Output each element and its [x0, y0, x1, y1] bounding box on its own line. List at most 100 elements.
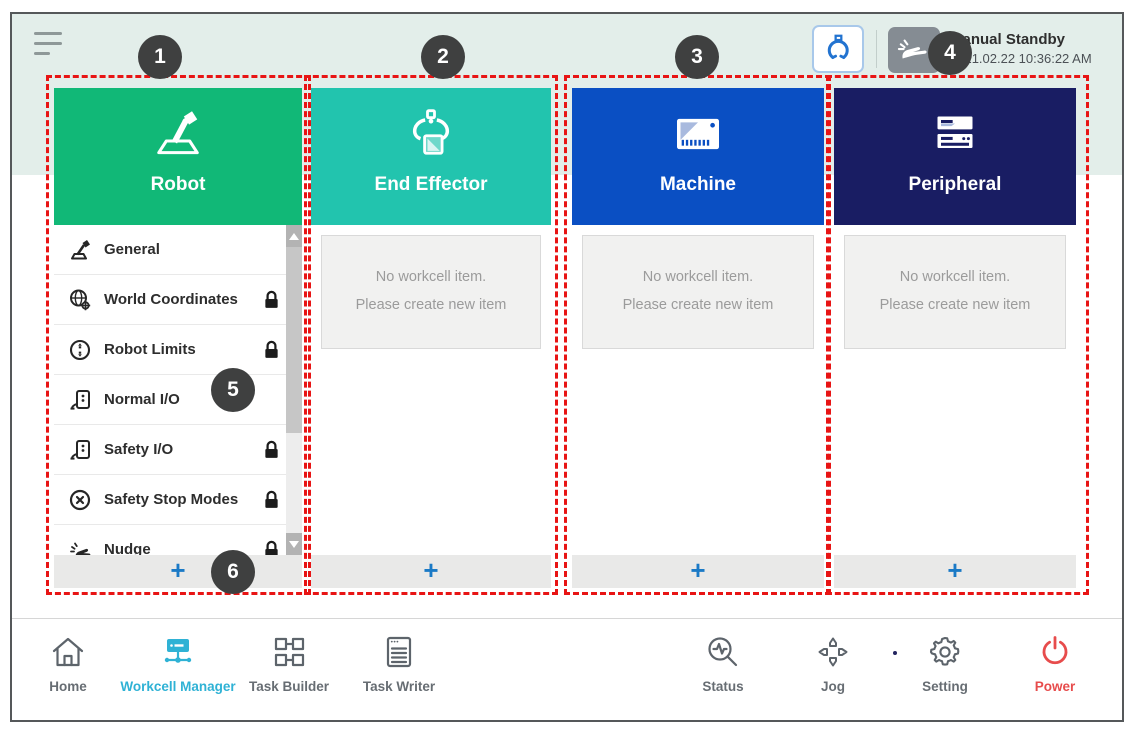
- callout-badge-3: 3: [675, 35, 719, 79]
- nav-label: Setting: [922, 679, 968, 694]
- nav-label: Workcell Manager: [120, 679, 236, 694]
- nav-item-workcell-manager[interactable]: Workcell Manager: [103, 631, 253, 694]
- nav-label: Home: [49, 679, 87, 694]
- nav-item-task-writer[interactable]: Task Writer: [324, 631, 474, 694]
- gear-icon: [870, 631, 1020, 673]
- gripper-open-icon: [821, 32, 855, 66]
- empty-state: No workcell item. Please create new item: [582, 235, 814, 349]
- nav-item-home[interactable]: Home: [0, 631, 143, 694]
- workcell-column-machine: Machine No workcell item. Please create …: [572, 88, 824, 588]
- nav-item-jog[interactable]: Jog: [758, 631, 908, 694]
- list-item-label: Nudge: [104, 541, 151, 555]
- add-peripheral-item-button[interactable]: +: [834, 555, 1076, 588]
- list-item-label: Safety I/O: [104, 441, 174, 458]
- add-end-effector-item-button[interactable]: +: [311, 555, 551, 588]
- nav-item-task-builder[interactable]: Task Builder: [214, 631, 364, 694]
- empty-state: No workcell item. Please create new item: [321, 235, 541, 349]
- stop-circle-icon: [66, 486, 94, 514]
- list-item-label: World Coordinates: [104, 291, 238, 308]
- empty-state-line1: No workcell item.: [642, 269, 754, 286]
- list-item-world-coordinates[interactable]: World Coordinates: [54, 275, 286, 325]
- lock-icon: [263, 490, 280, 509]
- list-item-robot-limits[interactable]: Robot Limits: [54, 325, 286, 375]
- nav-label: Jog: [820, 679, 845, 694]
- callout-badge-6: 6: [211, 550, 255, 594]
- hand-swipe-icon: [895, 33, 933, 67]
- robot-limits-icon: [66, 336, 94, 364]
- robot-icon: [66, 236, 94, 264]
- column-title: Robot: [150, 174, 206, 195]
- power-icon: [980, 631, 1130, 673]
- list-item-label: General: [104, 241, 160, 258]
- workcell-manager-icon: [103, 631, 253, 673]
- list-item-label: Robot Limits: [104, 341, 196, 358]
- nav-item-power[interactable]: Power: [980, 631, 1130, 694]
- nav-label: Task Writer: [362, 679, 436, 694]
- callout-badge-1: 1: [138, 35, 182, 79]
- empty-state-line2: Please create new item: [622, 297, 774, 313]
- callout-badge-4: 4: [928, 31, 972, 75]
- task-builder-icon: [214, 631, 364, 673]
- column-title: End Effector: [374, 174, 488, 195]
- robot-column-header[interactable]: Robot: [54, 88, 302, 225]
- lock-icon: [263, 340, 280, 359]
- lock-icon: [263, 540, 280, 555]
- lock-icon: [263, 290, 280, 309]
- peripheral-icon: [927, 104, 983, 164]
- robot-item-list: General World Coordinates Robot Limits: [54, 225, 302, 555]
- list-item-safety-stop-modes[interactable]: Safety Stop Modes: [54, 475, 286, 525]
- robot-mode-label: Manual Standby: [950, 31, 1066, 48]
- scroll-down-button[interactable]: [286, 533, 302, 555]
- nav-item-status[interactable]: Status: [648, 631, 798, 694]
- empty-state-line2: Please create new item: [355, 297, 507, 313]
- list-item-safety-io[interactable]: Safety I/O: [54, 425, 286, 475]
- scrollbar[interactable]: [286, 225, 302, 555]
- list-item-label: Safety Stop Modes: [104, 491, 239, 508]
- robot-arm-icon: [150, 104, 206, 164]
- jog-icon: [758, 631, 908, 673]
- callout-badge-2: 2: [421, 35, 465, 79]
- workcell-column-end-effector: End Effector No workcell item. Please cr…: [311, 88, 551, 588]
- empty-state: No workcell item. Please create new item: [844, 235, 1066, 349]
- gripper-mode-button[interactable]: [812, 25, 864, 73]
- callout-badge-5: 5: [211, 368, 255, 412]
- divider: [876, 30, 877, 68]
- scroll-up-button[interactable]: [286, 225, 302, 247]
- io-icon: [66, 436, 94, 464]
- nav-label: Power: [1034, 679, 1076, 694]
- dot-marker: [893, 651, 897, 655]
- list-item-nudge[interactable]: Nudge: [54, 525, 286, 555]
- workcell-column-peripheral: Peripheral No workcell item. Please crea…: [834, 88, 1076, 588]
- nudge-hand-icon: [66, 536, 94, 555]
- world-coordinates-icon: [66, 286, 94, 314]
- gripper-icon: [403, 104, 459, 164]
- home-icon: [0, 631, 143, 673]
- datetime-label: 2021.02.22 10:36:22 AM: [950, 51, 1092, 66]
- status-icon: [648, 631, 798, 673]
- add-machine-item-button[interactable]: +: [572, 555, 824, 588]
- arrow-up-icon: [289, 233, 299, 240]
- list-item-label: Normal I/O: [104, 391, 180, 408]
- nav-label: Status: [702, 679, 744, 694]
- workcell-column-robot: Robot General World Coordinates Ro: [54, 88, 302, 588]
- lock-icon: [263, 440, 280, 459]
- empty-state-line1: No workcell item.: [899, 269, 1011, 286]
- empty-state-line1: No workcell item.: [375, 269, 487, 286]
- bottom-navbar: Home Workcell Manager Task Builder: [12, 618, 1122, 720]
- list-item-general[interactable]: General: [54, 225, 286, 275]
- add-robot-item-button[interactable]: +: [54, 555, 302, 588]
- peripheral-column-header[interactable]: Peripheral: [834, 88, 1076, 225]
- column-title: Peripheral: [908, 174, 1002, 195]
- arrow-down-icon: [289, 541, 299, 548]
- machine-icon: [670, 104, 726, 164]
- menu-button[interactable]: [34, 32, 64, 58]
- empty-state-line2: Please create new item: [879, 297, 1031, 313]
- io-icon: [66, 386, 94, 414]
- task-writer-icon: [324, 631, 474, 673]
- scrollbar-thumb[interactable]: [286, 247, 302, 433]
- nav-label: Task Builder: [248, 679, 330, 694]
- machine-column-header[interactable]: Machine: [572, 88, 824, 225]
- column-title: Machine: [659, 174, 737, 195]
- end-effector-column-header[interactable]: End Effector: [311, 88, 551, 225]
- nav-item-setting[interactable]: Setting: [870, 631, 1020, 694]
